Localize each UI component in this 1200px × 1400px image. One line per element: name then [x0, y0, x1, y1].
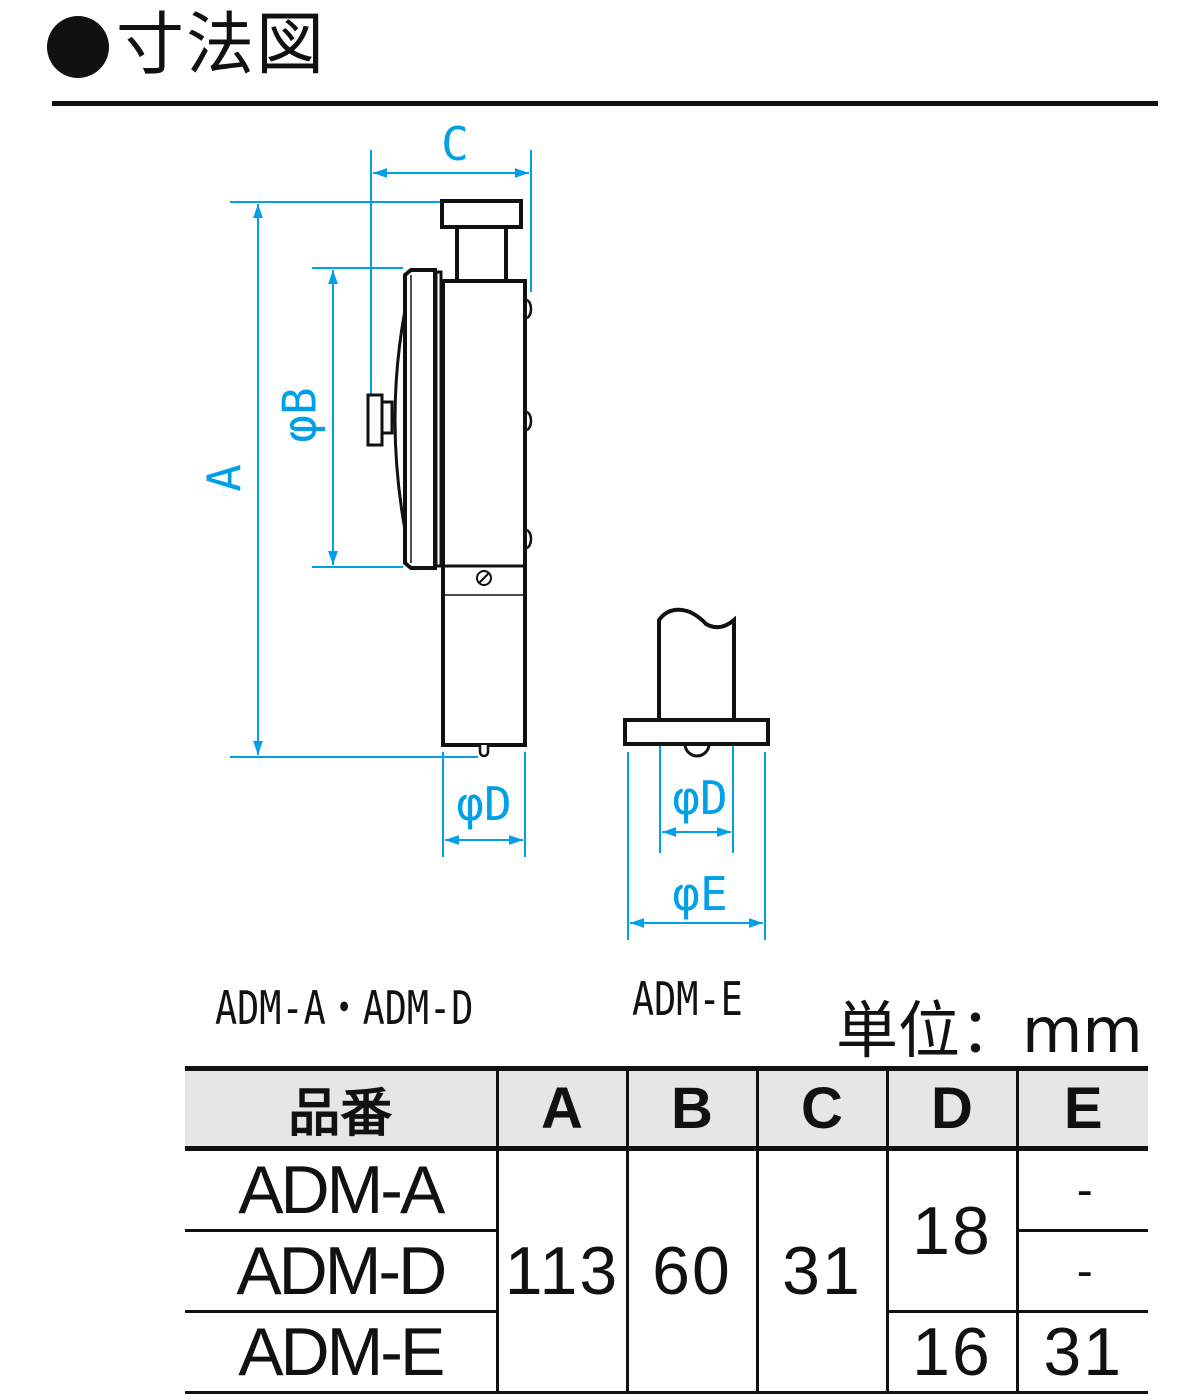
label-d-right: φD — [672, 771, 727, 825]
device-adm-a-d — [366, 199, 533, 758]
page-title: 寸法図 — [116, 6, 327, 85]
cell-e: - — [1015, 1230, 1148, 1312]
cell-c: 31 — [755, 1148, 887, 1393]
dial-face — [393, 309, 407, 531]
table-row: ADM-D - — [185, 1230, 1148, 1312]
table-header-row: 品番 A B C D E — [185, 1068, 1148, 1149]
header-b: B — [625, 1068, 757, 1149]
body — [441, 279, 527, 747]
caption-adm-e: ADM-E — [632, 972, 743, 1026]
table-row: ADM-E 16 31 — [185, 1311, 1148, 1393]
title-divider — [52, 101, 1158, 106]
dial-bezel — [403, 268, 437, 570]
header-model: 品番 — [288, 1084, 393, 1144]
label-d-left: φD — [456, 777, 511, 831]
cell-model: ADM-A — [238, 1152, 445, 1228]
label-a: A — [198, 464, 252, 492]
dimension-lines — [230, 150, 766, 940]
dimension-table: 品番 A B C D E ADM-A 113 60 31 18 - ADM-D … — [185, 1066, 1148, 1394]
cell-model: ADM-E — [238, 1314, 445, 1390]
base-plate — [623, 718, 770, 746]
cell-e: - — [1015, 1148, 1148, 1231]
header-d: D — [885, 1068, 1017, 1149]
header-c: C — [755, 1068, 887, 1149]
cell-e: 31 — [1015, 1311, 1148, 1393]
spindle — [455, 225, 508, 283]
cell-b: 60 — [625, 1148, 757, 1393]
cell-model: ADM-D — [236, 1233, 447, 1309]
header-e: E — [1015, 1068, 1148, 1149]
stem — [657, 607, 736, 720]
device-adm-e — [623, 607, 770, 758]
header-a: A — [495, 1068, 627, 1149]
cell-d: 16 — [885, 1311, 1017, 1393]
spindle-cap — [440, 199, 523, 229]
caption-adm-a-d: ADM-A・ADM-D — [215, 981, 474, 1035]
dimension-drawing: A φB C φD φD φE — [198, 117, 770, 940]
cell-a: 113 — [495, 1148, 627, 1393]
label-e: φE — [672, 867, 727, 921]
cell-d: 18 — [885, 1148, 1017, 1312]
unit-label: 単位：mm — [836, 994, 1143, 1067]
label-b: φB — [273, 387, 327, 442]
knob — [366, 393, 384, 447]
table-row: ADM-A 113 60 31 18 - — [185, 1148, 1148, 1393]
title-bullet-icon — [47, 16, 109, 78]
label-c: C — [441, 117, 469, 171]
